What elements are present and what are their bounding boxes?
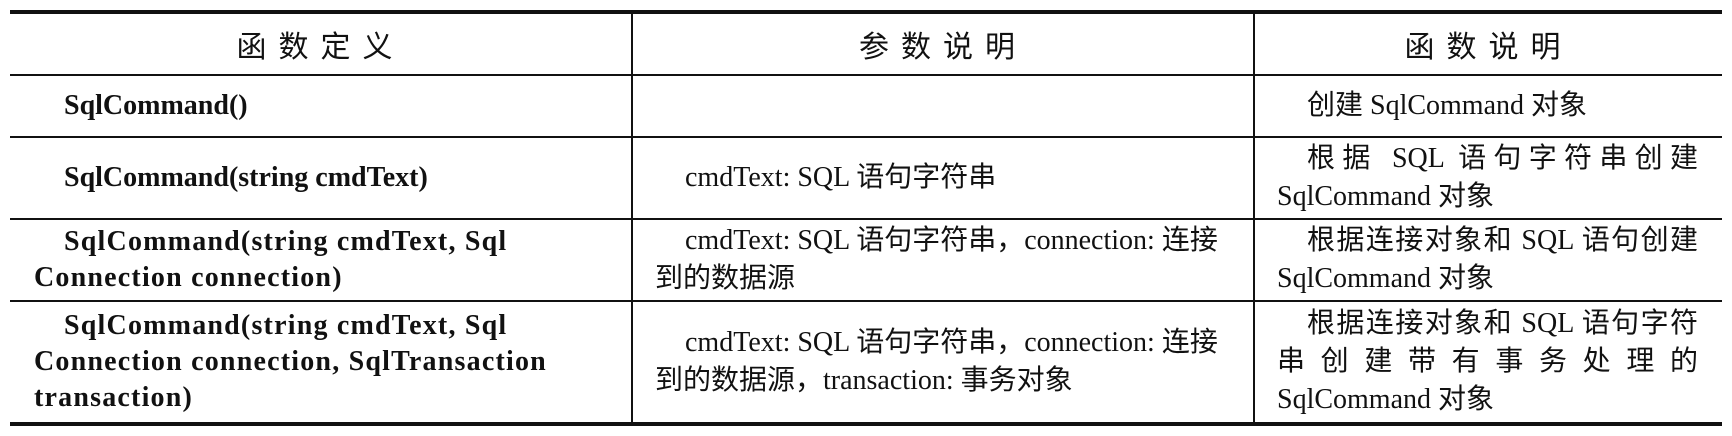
params-cell [631,75,1255,138]
table-row: SqlCommand(string cmdText, Sql Connectio… [10,301,1722,422]
definition-cell: SqlCommand(string cmdText, Sql Connectio… [10,301,633,422]
definition-cell: SqlCommand(string cmdText) [10,137,633,220]
table-row: SqlCommand() 创建 SqlCommand 对象 [10,75,1722,138]
params-cell: cmdText: SQL 语句字符串，connection: 连接到的数据源 [631,219,1255,302]
function-table: 函数定义 参数说明 函数说明 SqlCommand() 创建 SqlComman… [10,10,1722,426]
header-description: 函数说明 [1253,14,1722,76]
description-cell: 创建 SqlCommand 对象 [1253,75,1722,138]
description-cell: 根据连接对象和 SQL 语句字符串创建带有事务处理的 SqlCommand 对象 [1253,301,1722,422]
table-row: SqlCommand(string cmdText) cmdText: SQL … [10,137,1722,220]
params-cell: cmdText: SQL 语句字符串 [631,137,1255,220]
header-definition: 函数定义 [10,14,633,76]
definition-cell: SqlCommand() [10,75,633,138]
definition-cell: SqlCommand(string cmdText, Sql Connectio… [10,219,633,302]
function-table-grid: 函数定义 参数说明 函数说明 SqlCommand() 创建 SqlComman… [10,14,1722,422]
header-params: 参数说明 [631,14,1255,76]
params-cell: cmdText: SQL 语句字符串，connection: 连接到的数据源，t… [631,301,1255,422]
description-cell: 根据连接对象和 SQL 语句创建 SqlCommand 对象 [1253,219,1722,302]
description-cell: 根据 SQL 语句字符串创建 SqlCommand 对象 [1253,137,1722,220]
table-row: SqlCommand(string cmdText, Sql Connectio… [10,219,1722,302]
header-row: 函数定义 参数说明 函数说明 [10,14,1722,76]
